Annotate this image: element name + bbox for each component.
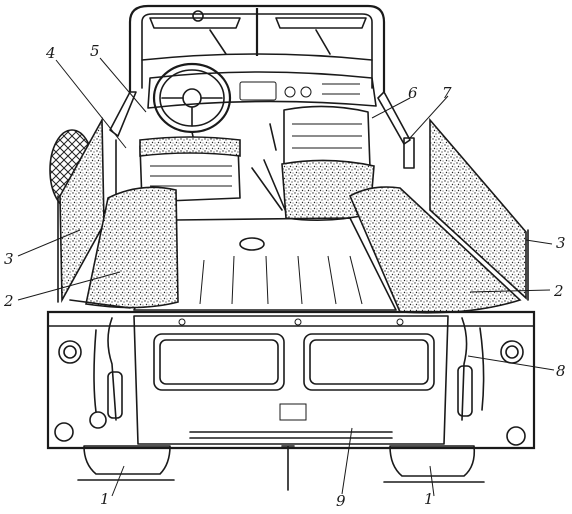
callout-6: 6	[408, 84, 418, 102]
callout-8: 8	[556, 362, 566, 380]
gear-levers	[239, 123, 287, 251]
callout-5: 5	[90, 42, 100, 60]
left-footstep	[77, 445, 175, 481]
right-tail-lamp	[500, 340, 526, 446]
callout-2-right: 2	[553, 282, 564, 300]
left-door-post	[109, 91, 137, 201]
tailgate-latch	[89, 411, 295, 491]
driver-seat	[139, 136, 241, 203]
windshield-frame	[128, 4, 386, 92]
callout-1-right: 1	[424, 490, 434, 508]
steering-wheel	[152, 62, 232, 151]
left-tailgate-hinge	[93, 317, 123, 421]
callout-3-left: 3	[4, 250, 14, 268]
callout-9: 9	[336, 492, 346, 510]
right-side-board	[429, 117, 529, 301]
right-footstep	[383, 445, 485, 483]
right-door-post	[377, 91, 415, 169]
passenger-seat	[281, 105, 375, 222]
callout-2-left: 2	[3, 292, 14, 310]
tailgate	[46, 310, 536, 450]
callout-labels: 1 1 2 2 3 3 4 5 6 7 8 9	[3, 42, 566, 510]
dashboard	[147, 71, 377, 109]
callout-7: 7	[442, 84, 452, 102]
callout-3-right: 3	[556, 234, 566, 252]
right-tailgate-hinge	[457, 317, 485, 421]
callout-1-left: 1	[100, 490, 110, 508]
left-tail-lamp	[54, 340, 82, 442]
callout-4: 4	[45, 44, 56, 62]
left-bench-seat	[69, 186, 179, 309]
leader-lines	[17, 57, 555, 497]
